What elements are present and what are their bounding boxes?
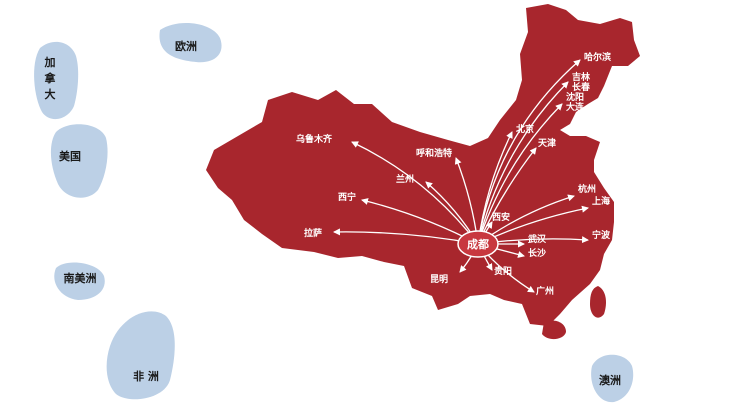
canada-label: 加拿大 xyxy=(44,55,57,101)
africa-shape xyxy=(106,311,175,400)
city-label-harbin: 哈尔滨 xyxy=(584,51,611,63)
city-label-lhasa: 拉萨 xyxy=(304,227,322,239)
city-label-shanghai: 上海 xyxy=(592,195,610,207)
city-label-guangzhou: 广州 xyxy=(536,285,554,297)
europe-shape xyxy=(159,23,222,63)
australia-shape xyxy=(591,354,634,403)
route-jilin-changchun xyxy=(477,81,569,245)
chengdu-hub-label: 成都 xyxy=(467,237,489,251)
usa-shape xyxy=(50,124,108,198)
usa-label: 美国 xyxy=(59,149,81,163)
city-label-xining: 西宁 xyxy=(338,191,356,203)
europe-label: 欧洲 xyxy=(175,39,197,53)
taiwan-shape xyxy=(590,286,606,318)
hainan-shape xyxy=(542,320,566,340)
route-shenyang-dalian xyxy=(477,103,563,245)
chengdu-hub-marker xyxy=(457,230,499,258)
city-label-urumqi: 乌鲁木齐 xyxy=(296,133,333,145)
australia-label: 澳洲 xyxy=(599,373,621,387)
city-label-jilin-changchun: 吉林长春 xyxy=(572,71,591,93)
city-label-tianjin: 天津 xyxy=(538,137,556,149)
city-label-guiyang: 贵阳 xyxy=(494,265,512,277)
route-harbin xyxy=(477,59,581,245)
city-label-ningbo: 宁波 xyxy=(592,229,611,241)
south-america-shape xyxy=(54,262,105,300)
city-label-shenyang-dalian: 沈阳大连 xyxy=(566,91,585,113)
south-america-label: 南美洲 xyxy=(64,271,97,285)
city-label-xian: 西安 xyxy=(492,211,510,223)
canada-shape xyxy=(34,41,79,120)
city-label-hohhot: 呼和浩特 xyxy=(416,147,452,159)
city-label-hangzhou: 杭州 xyxy=(578,183,596,195)
city-label-kunming: 昆明 xyxy=(430,274,448,285)
city-label-lanzhou: 兰州 xyxy=(396,173,414,185)
city-label-beijing: 北京 xyxy=(516,123,534,135)
city-label-changsha: 长沙 xyxy=(528,247,546,259)
africa-label: 非 洲 xyxy=(133,369,159,383)
route-urumqi xyxy=(351,141,479,245)
city-label-wuhan: 武汉 xyxy=(528,233,547,245)
china-shape xyxy=(206,4,640,326)
